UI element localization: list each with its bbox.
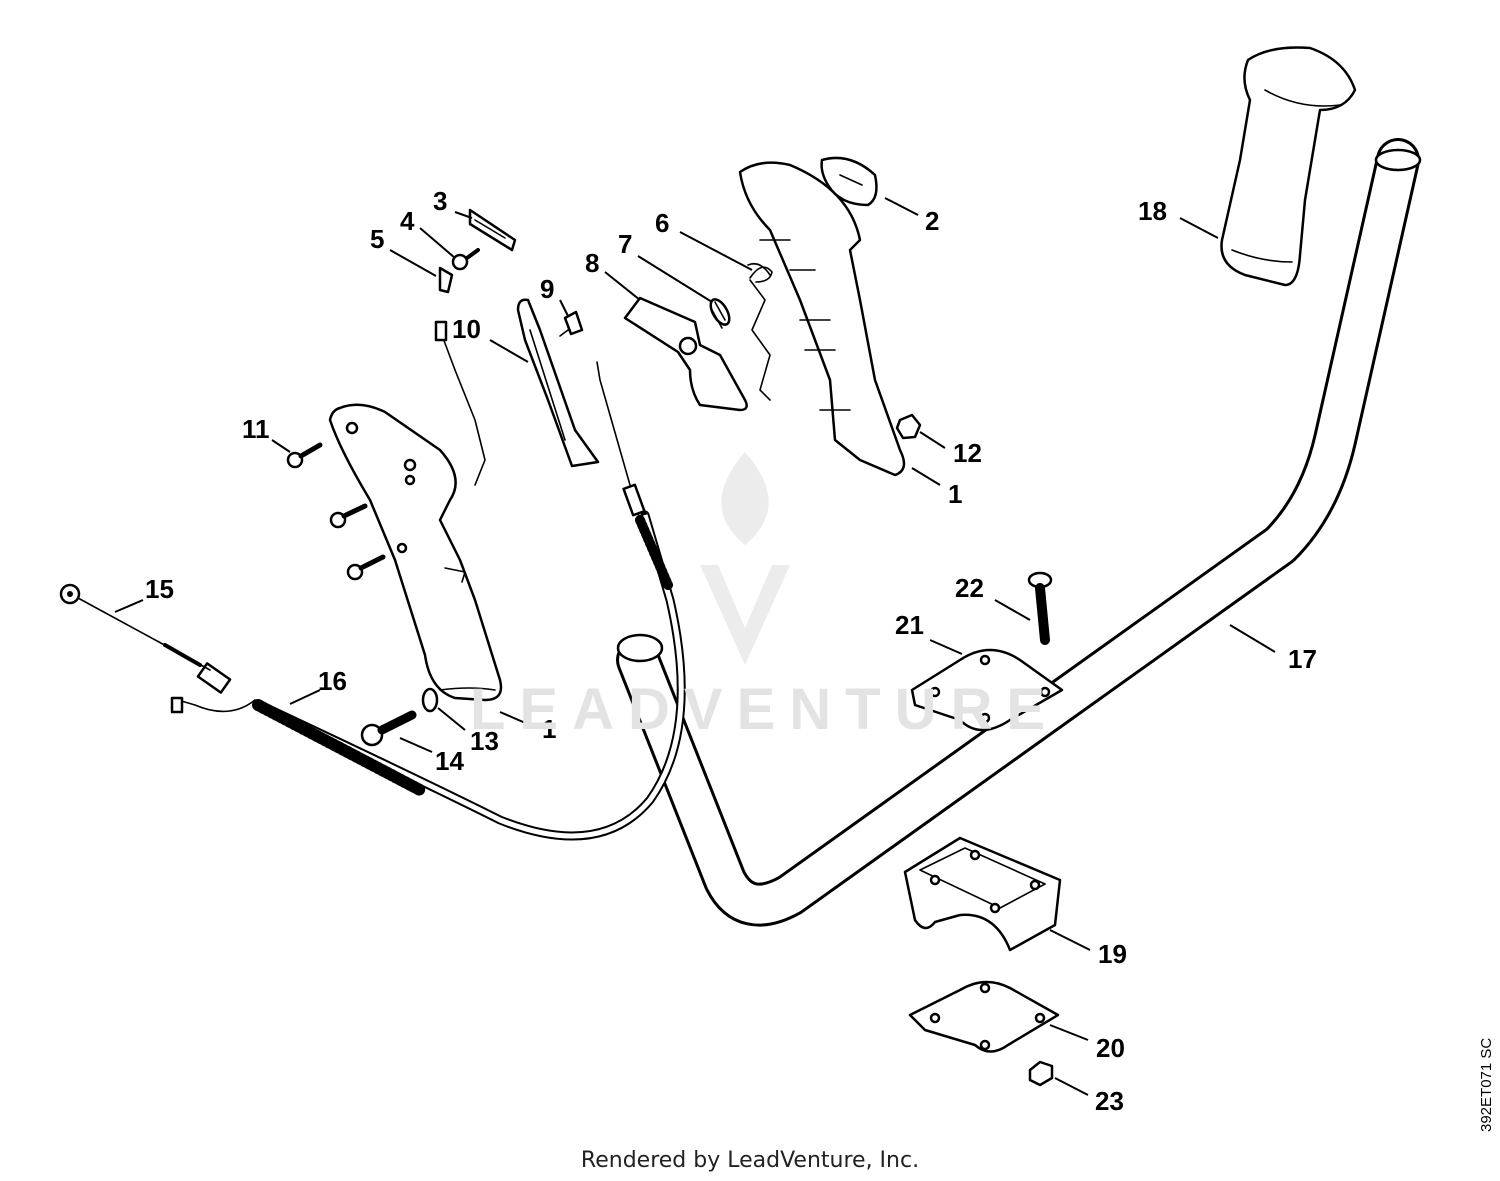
label-13: 13 — [470, 726, 499, 756]
throttle-cable — [170, 361, 686, 841]
contact-spring — [468, 208, 517, 252]
handle-housing-left — [328, 403, 503, 702]
label-14: 14 — [435, 746, 464, 776]
label-20: 20 — [1096, 1033, 1125, 1063]
label-19: 19 — [1098, 939, 1127, 969]
label-17: 17 — [1288, 644, 1317, 674]
label-22: 22 — [955, 573, 984, 603]
label-15: 15 — [145, 574, 174, 604]
interlock-lever — [516, 298, 600, 468]
throttle-trigger — [623, 296, 748, 412]
wire-clip — [434, 320, 448, 342]
watermark-text: LEADVENTURE — [470, 677, 1060, 742]
label-2: 2 — [925, 206, 939, 236]
switch-cap — [820, 156, 878, 207]
label-4: 4 — [400, 206, 415, 236]
label-7: 7 — [618, 229, 632, 259]
label-1-lower: 1 — [542, 714, 556, 744]
hex-nut-23 — [1028, 1060, 1054, 1087]
lower-clamp — [908, 980, 1060, 1053]
handlebar-tube — [616, 138, 1422, 927]
label-12: 12 — [953, 438, 982, 468]
bolt-14 — [360, 710, 417, 747]
washer — [421, 687, 439, 713]
label-23: 23 — [1095, 1086, 1124, 1116]
contact-plate — [438, 266, 454, 294]
upper-clamp — [910, 648, 1064, 732]
small-screw — [451, 248, 480, 271]
label-6: 6 — [655, 208, 669, 238]
label-1: 1 — [948, 479, 962, 509]
label-18: 18 — [1138, 196, 1167, 226]
label-3: 3 — [433, 186, 447, 216]
label-8: 8 — [585, 248, 599, 278]
label-16: 16 — [318, 666, 347, 696]
footer-credit: Rendered by LeadVenture, Inc. — [580, 1148, 920, 1173]
hex-nut-12 — [895, 413, 922, 440]
switch-wire — [439, 329, 486, 486]
label-10: 10 — [452, 314, 481, 344]
label-9: 9 — [540, 274, 554, 304]
torsion-spring — [749, 266, 773, 283]
clamp-block — [903, 836, 1062, 952]
leader-lines — [114, 197, 1276, 1096]
drawing-code: 392ET071 SC — [1478, 1037, 1495, 1132]
throttle-spring — [709, 298, 731, 329]
part-labels: 1 1 2 3 4 5 6 7 8 9 10 11 12 13 14 15 16… — [145, 186, 1317, 1116]
leadventure-watermark-logo — [700, 452, 790, 665]
label-11: 11 — [242, 414, 270, 444]
ground-wire — [59, 583, 211, 671]
loop-grip — [1220, 46, 1357, 287]
handle-housing-right — [738, 161, 906, 477]
label-5: 5 — [370, 224, 384, 254]
housing-screws — [286, 442, 386, 581]
interlock-spring — [559, 310, 584, 337]
clamp-bolt — [1027, 571, 1053, 645]
label-21: 21 — [895, 610, 924, 640]
